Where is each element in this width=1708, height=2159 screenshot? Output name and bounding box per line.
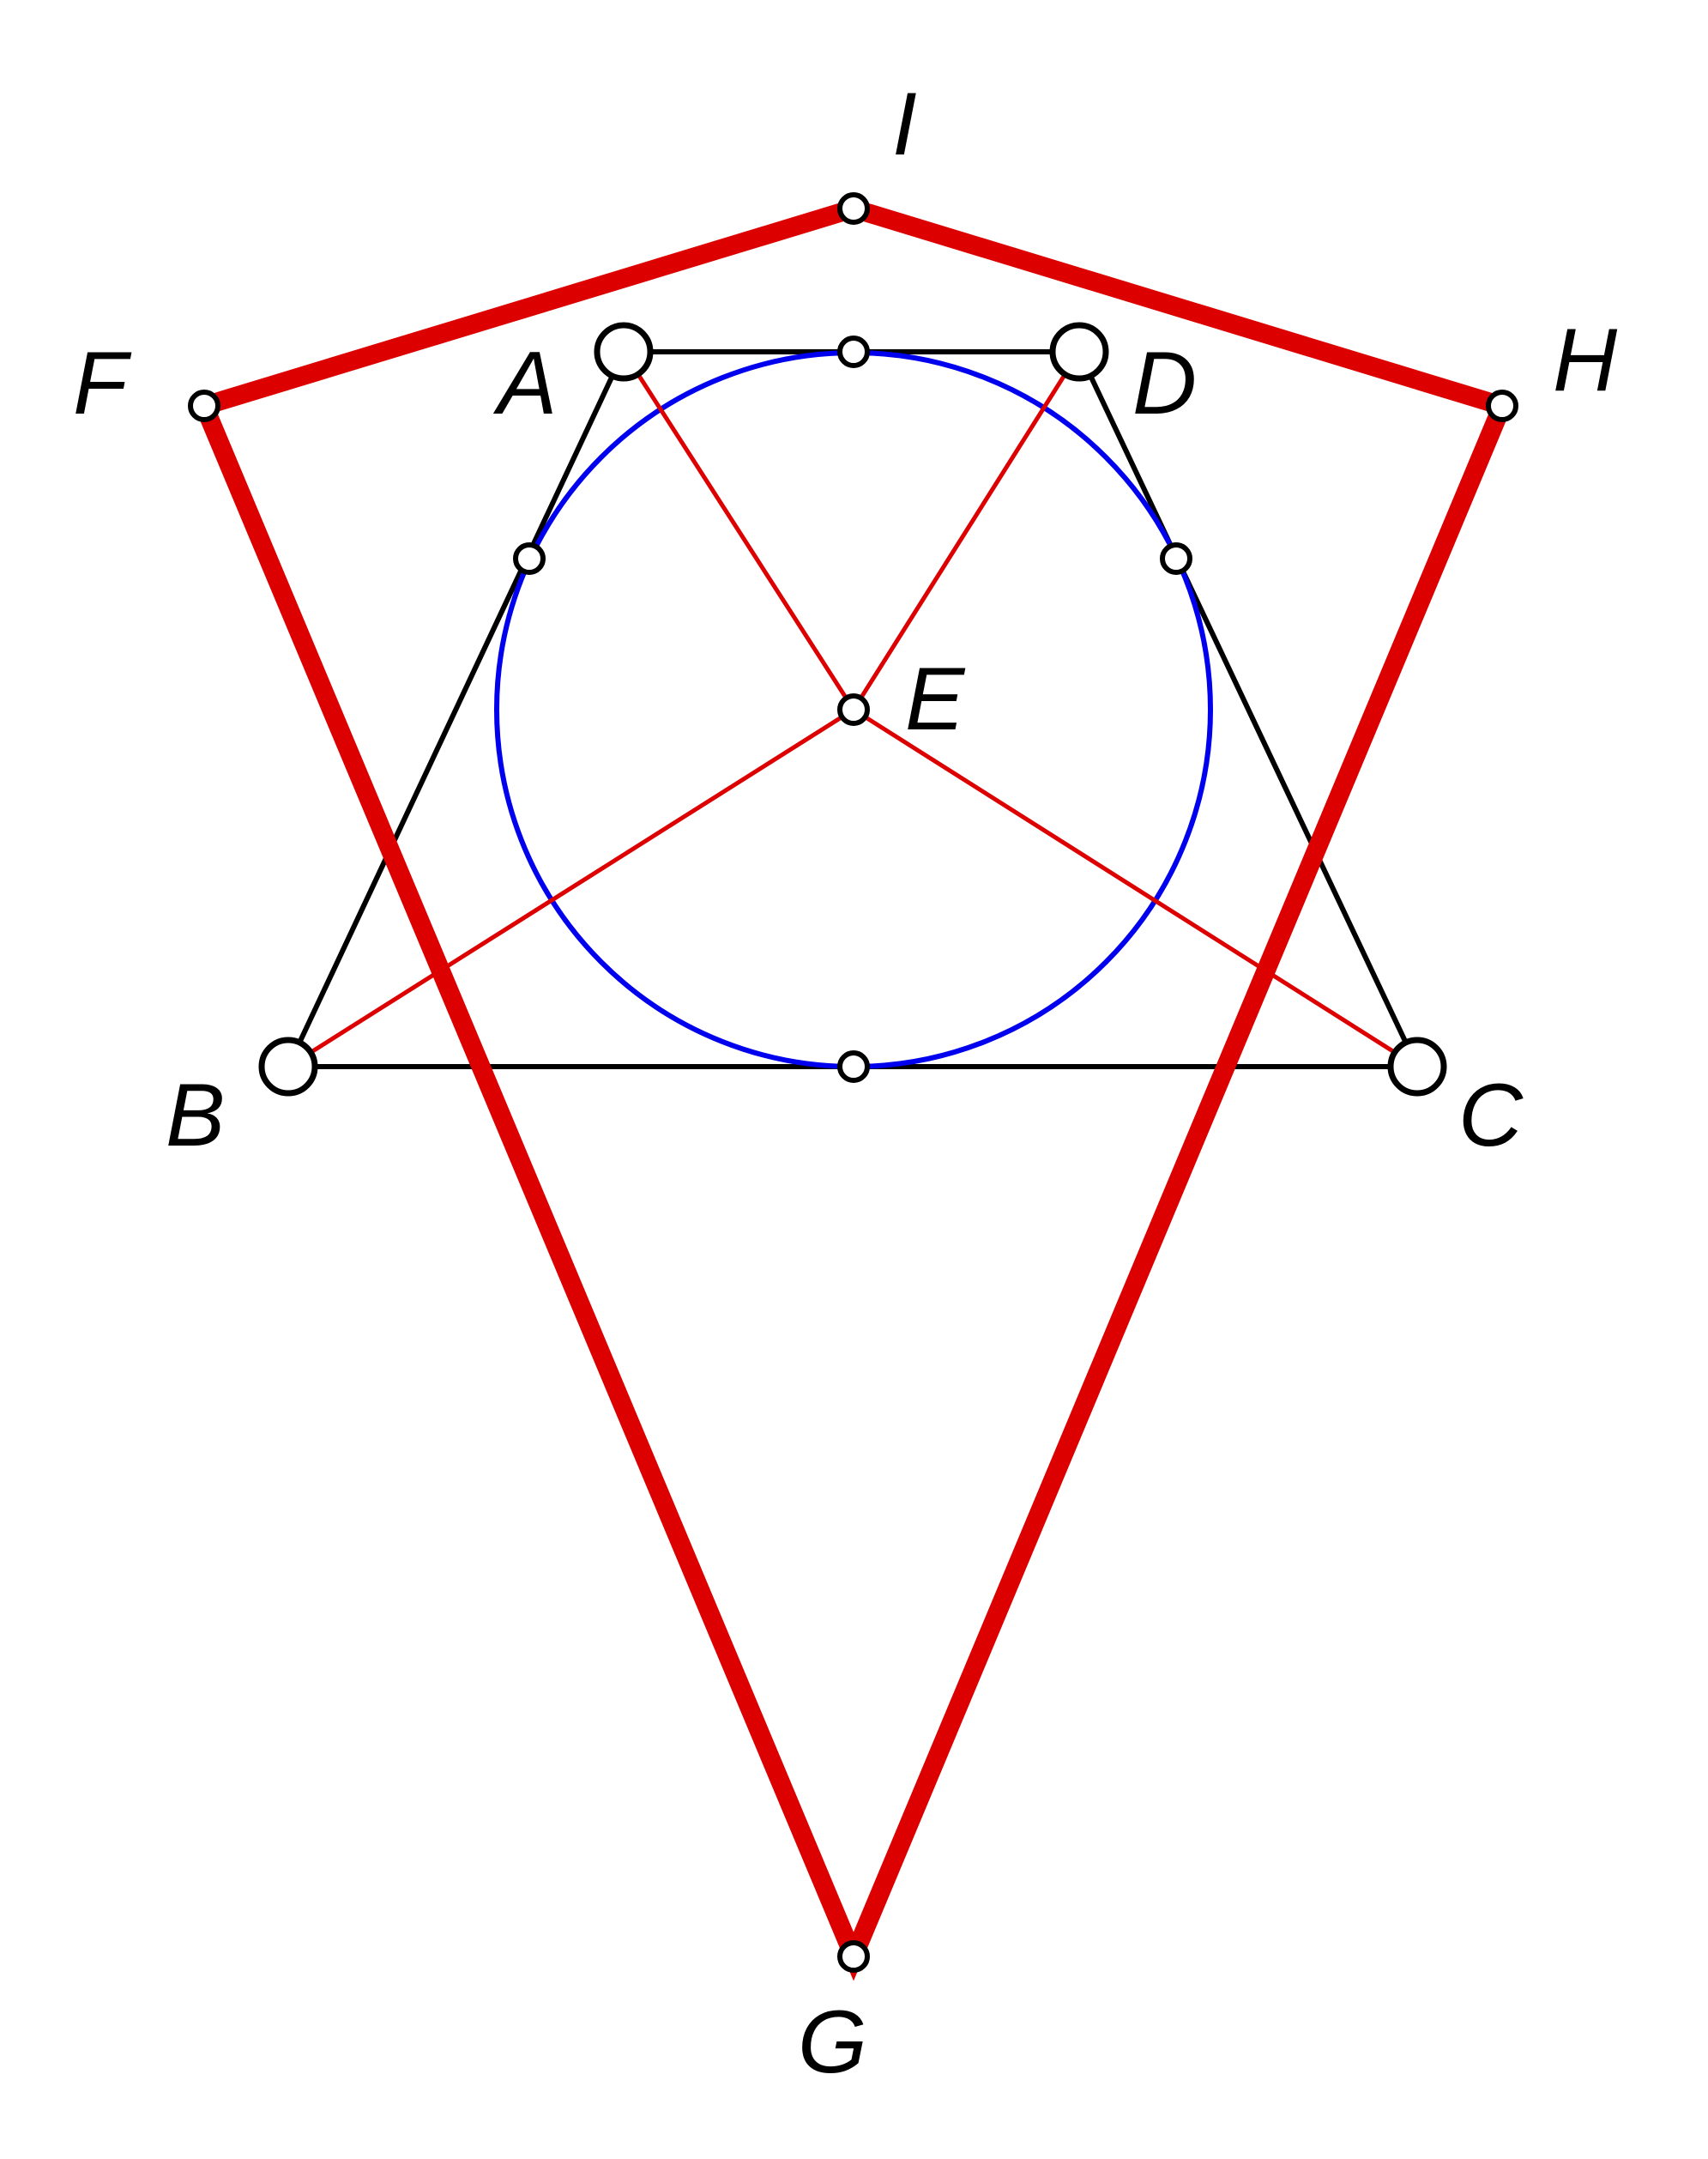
tangent-point-bc xyxy=(837,1050,870,1083)
red-segments-from-e xyxy=(287,350,1419,1069)
point-labels: I F A D H E B C G xyxy=(73,75,1618,2092)
tangent-point-dc xyxy=(1160,542,1192,575)
label-h: H xyxy=(1553,311,1618,410)
segment-ec xyxy=(852,707,1419,1069)
vertex-points xyxy=(258,322,1447,1097)
label-a: A xyxy=(492,334,557,433)
label-i: I xyxy=(892,75,917,174)
label-g: G xyxy=(798,1993,867,2092)
segment-ed xyxy=(851,350,1082,711)
point-h xyxy=(1486,390,1518,422)
side-dc xyxy=(1077,350,1420,1068)
point-d xyxy=(1049,322,1109,382)
label-e: E xyxy=(905,650,966,749)
point-g xyxy=(837,1940,870,1973)
point-e xyxy=(837,693,870,726)
side-ab xyxy=(286,350,626,1068)
tangent-point-ab xyxy=(513,542,546,575)
label-d: D xyxy=(1132,334,1197,433)
segment-eb xyxy=(287,707,855,1069)
point-f xyxy=(188,390,220,422)
label-f: F xyxy=(73,334,132,433)
label-c: C xyxy=(1458,1066,1524,1165)
small-points xyxy=(188,192,1518,1973)
segment-ea xyxy=(621,350,856,711)
point-i xyxy=(837,192,870,225)
point-a xyxy=(594,322,654,382)
point-c xyxy=(1387,1037,1447,1097)
point-b xyxy=(258,1037,318,1097)
label-b: B xyxy=(166,1066,225,1165)
tangent-point-ad xyxy=(837,336,870,368)
